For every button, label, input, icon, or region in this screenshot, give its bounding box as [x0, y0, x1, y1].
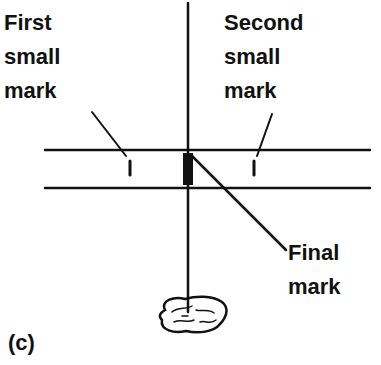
first-mark — [129, 161, 132, 175]
stone-texture — [172, 306, 216, 322]
board-edge — [45, 187, 370, 190]
plumb-bob — [160, 297, 227, 333]
callout-label: Final mark — [288, 236, 368, 304]
leader-line — [192, 156, 286, 250]
second-mark — [253, 161, 256, 175]
leader-line — [92, 112, 126, 156]
leader-line — [257, 114, 272, 156]
callout-label: Second small mark — [224, 6, 324, 108]
figure-label: (c) — [8, 326, 68, 360]
final-mark — [183, 153, 193, 185]
callout-label: First small mark — [4, 6, 104, 108]
board-edge — [45, 149, 370, 152]
